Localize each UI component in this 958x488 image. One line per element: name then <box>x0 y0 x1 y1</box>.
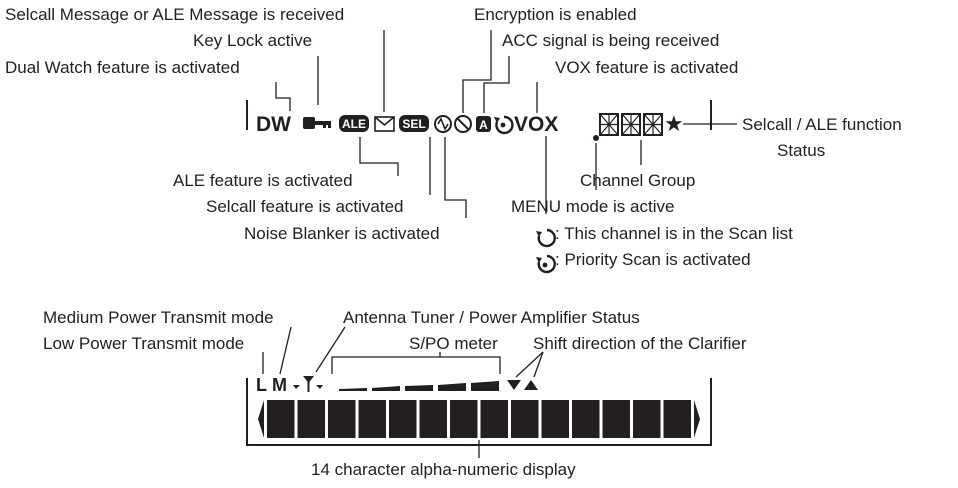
label-acc: ACC signal is being received <box>502 31 719 50</box>
antenna-tuner-icon <box>293 376 323 392</box>
acc-indicator: A <box>476 116 491 132</box>
dw-indicator: DW <box>256 113 291 136</box>
medium-power-indicator: M <box>272 375 287 395</box>
character-cell <box>480 400 508 438</box>
label-ale-feature: ALE feature is activated <box>173 171 353 190</box>
label-medium-power: Medium Power Transmit mode <box>43 308 274 327</box>
character-cell <box>267 400 295 438</box>
label-selcall-status-1: Selcall / ALE function <box>742 115 902 134</box>
label-clarifier: Shift direction of the Clarifier <box>533 334 747 353</box>
label-dual-watch: Dual Watch feature is activated <box>5 58 240 77</box>
character-cell <box>450 400 478 438</box>
label-scan-list: : This channel is in the Scan list <box>555 224 793 243</box>
leader-medium-power <box>279 326 292 375</box>
character-cell <box>297 400 325 438</box>
priority-scan-icon <box>494 115 514 135</box>
label-spo-meter: S/PO meter <box>409 334 498 353</box>
leader-noise-blanker <box>444 137 467 218</box>
leader-acc <box>483 56 510 113</box>
envelope-icon <box>374 116 395 132</box>
low-power-indicator: L <box>256 375 267 395</box>
spo-meter-bars <box>339 381 499 391</box>
character-cell <box>419 400 447 438</box>
priority-scan-legend-icon <box>536 254 556 274</box>
leader-dual-watch <box>275 82 291 111</box>
label-menu-mode: MENU mode is active <box>511 197 674 216</box>
vox-indicator: VOX <box>514 113 558 136</box>
character-cell <box>633 400 661 438</box>
star-icon: ★ <box>664 112 684 137</box>
character-cell <box>602 400 630 438</box>
leader-clarifier-down <box>515 351 544 378</box>
svg-text:SEL: SEL <box>402 117 425 131</box>
leader-clarifier-up <box>533 351 544 378</box>
leader-antenna-tuner <box>315 326 346 373</box>
label-selcall-feature: Selcall feature is activated <box>206 197 404 216</box>
character-cell <box>358 400 386 438</box>
label-selcall-message: Selcall Message or ALE Message is receiv… <box>5 5 344 24</box>
scroll-left-icon <box>258 400 264 438</box>
leader-ale-feature <box>359 137 399 176</box>
sel-indicator: SEL <box>399 115 429 132</box>
scan-list-icon <box>536 228 556 248</box>
menu-dot <box>593 135 599 141</box>
alpha-numeric-display <box>267 400 691 438</box>
scroll-right-icon <box>694 400 700 438</box>
encryption-icon <box>454 115 472 133</box>
label-encryption: Encryption is enabled <box>474 5 637 24</box>
character-cell <box>328 400 356 438</box>
leader-encryption <box>462 30 492 113</box>
label-antenna-tuner: Antenna Tuner / Power Amplifier Status <box>343 308 640 327</box>
key-lock-icon <box>303 117 331 129</box>
clarifier-down-icon <box>507 380 521 390</box>
channel-group-char-1 <box>599 113 619 136</box>
character-cell <box>511 400 539 438</box>
channel-group-char-2 <box>621 113 641 136</box>
label-noise-blanker: Noise Blanker is activated <box>244 224 440 243</box>
clarifier-up-icon <box>524 380 538 390</box>
svg-text:ALE: ALE <box>342 117 366 131</box>
label-channel-group: Channel Group <box>580 171 695 190</box>
label-vox: VOX feature is activated <box>555 58 738 77</box>
character-cell <box>663 400 691 438</box>
character-cell <box>541 400 569 438</box>
ale-indicator: ALE <box>339 115 369 132</box>
label-low-power: Low Power Transmit mode <box>43 334 244 353</box>
label-key-lock: Key Lock active <box>193 31 312 50</box>
character-cell <box>389 400 417 438</box>
spo-meter-bracket <box>331 356 501 374</box>
svg-text:A: A <box>479 118 488 132</box>
channel-group-char-3 <box>643 113 663 136</box>
label-priority-scan: : Priority Scan is activated <box>555 250 751 269</box>
label-selcall-status-2: Status <box>777 141 825 160</box>
character-cell <box>572 400 600 438</box>
noise-blanker-icon <box>434 115 452 133</box>
label-alpha-display: 14 character alpha-numeric display <box>311 460 576 479</box>
